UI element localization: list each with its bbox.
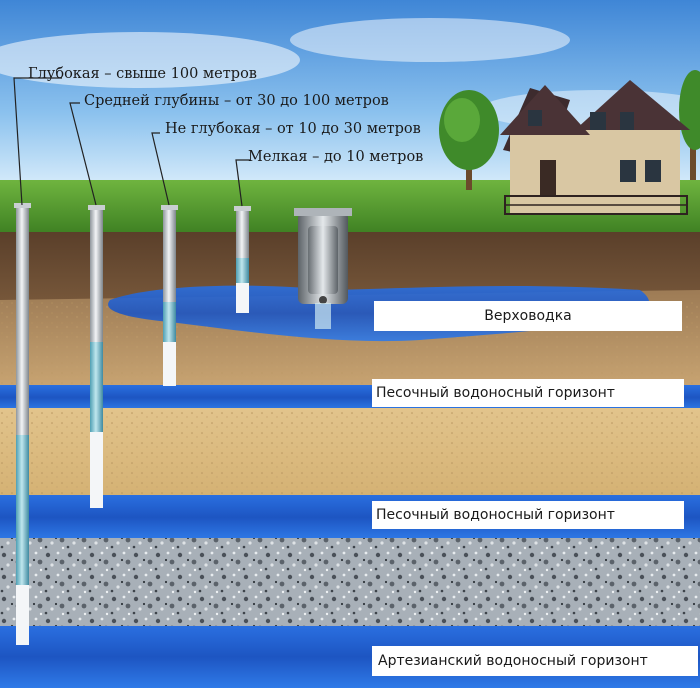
deep-well	[14, 203, 31, 645]
label-sand-aquifer-1: Песочный водоносный горизонт	[372, 379, 684, 407]
leader-line	[151, 132, 170, 206]
label-sand-aquifer-2: Песочный водоносный горизонт	[372, 501, 684, 529]
dug-well	[294, 208, 352, 329]
small-well	[234, 206, 251, 313]
medium-well	[88, 205, 105, 508]
label-perched-water: Верховодка	[374, 301, 682, 331]
granite-layer	[0, 538, 700, 628]
cloud	[0, 32, 300, 88]
house-icon	[500, 80, 690, 215]
label-shallow-well: Не глубокая – от 10 до 30 метров	[165, 121, 421, 137]
leader-line	[69, 102, 97, 206]
shallow-well	[161, 205, 178, 386]
label-small-well: Мелкая – до 10 метров	[248, 149, 424, 165]
leader-line	[235, 159, 250, 207]
label-deep-well: Глубокая – свыше 100 метров	[28, 66, 257, 82]
leader-line	[13, 77, 62, 206]
tree	[439, 90, 499, 190]
cloud	[290, 18, 570, 62]
label-artesian-aquifer: Артезианский водоносный горизонт	[372, 646, 698, 676]
label-medium-well: Средней глубины – от 30 до 100 метров	[84, 93, 389, 109]
